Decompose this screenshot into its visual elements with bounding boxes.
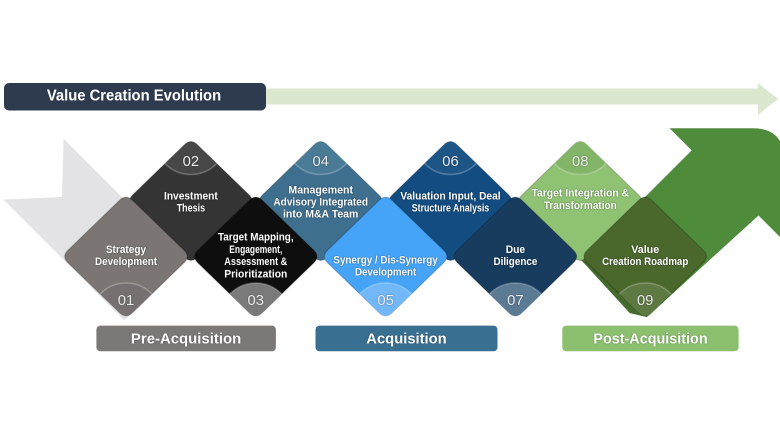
svg-text:Assessment &: Assessment & [224, 256, 287, 268]
svg-text:04: 04 [312, 153, 329, 170]
svg-text:Diligence: Diligence [493, 256, 537, 268]
svg-text:05: 05 [377, 292, 394, 309]
svg-text:Investment: Investment [164, 190, 218, 202]
svg-text:Target Mapping,: Target Mapping, [218, 232, 294, 244]
svg-text:into M&A Team: into M&A Team [283, 209, 359, 221]
svg-text:Advisory Integrated: Advisory Integrated [273, 197, 368, 209]
svg-text:Strategy: Strategy [106, 244, 147, 256]
svg-text:08: 08 [572, 153, 589, 170]
svg-text:Pre-Acquisition: Pre-Acquisition [131, 332, 241, 348]
svg-text:Prioritization: Prioritization [224, 268, 287, 280]
svg-text:Management: Management [288, 184, 353, 196]
svg-text:Valuation Input, Deal: Valuation Input, Deal [400, 190, 500, 202]
svg-text:Post-Acquisition: Post-Acquisition [593, 332, 707, 348]
svg-text:Development: Development [355, 267, 417, 279]
svg-text:Value: Value [631, 244, 659, 256]
svg-text:Thesis: Thesis [177, 203, 205, 215]
svg-text:09: 09 [637, 292, 654, 309]
svg-text:07: 07 [507, 292, 524, 309]
svg-text:Engagement,: Engagement, [229, 244, 282, 256]
svg-text:06: 06 [442, 153, 459, 170]
svg-text:01: 01 [118, 292, 135, 309]
svg-text:Target Integration &: Target Integration & [531, 188, 629, 200]
svg-text:Acquisition: Acquisition [366, 332, 446, 348]
svg-text:03: 03 [248, 292, 265, 309]
svg-text:Synergy / Dis-Synergy: Synergy / Dis-Synergy [333, 254, 438, 266]
svg-text:Creation Roadmap: Creation Roadmap [602, 256, 688, 268]
svg-text:Value Creation Evolution: Value Creation Evolution [47, 88, 221, 105]
svg-text:Transformation: Transformation [544, 200, 617, 212]
svg-text:02: 02 [183, 153, 200, 170]
svg-text:Due: Due [506, 244, 525, 256]
svg-text:Structure Analysis: Structure Analysis [412, 203, 489, 215]
svg-text:Development: Development [95, 256, 157, 268]
